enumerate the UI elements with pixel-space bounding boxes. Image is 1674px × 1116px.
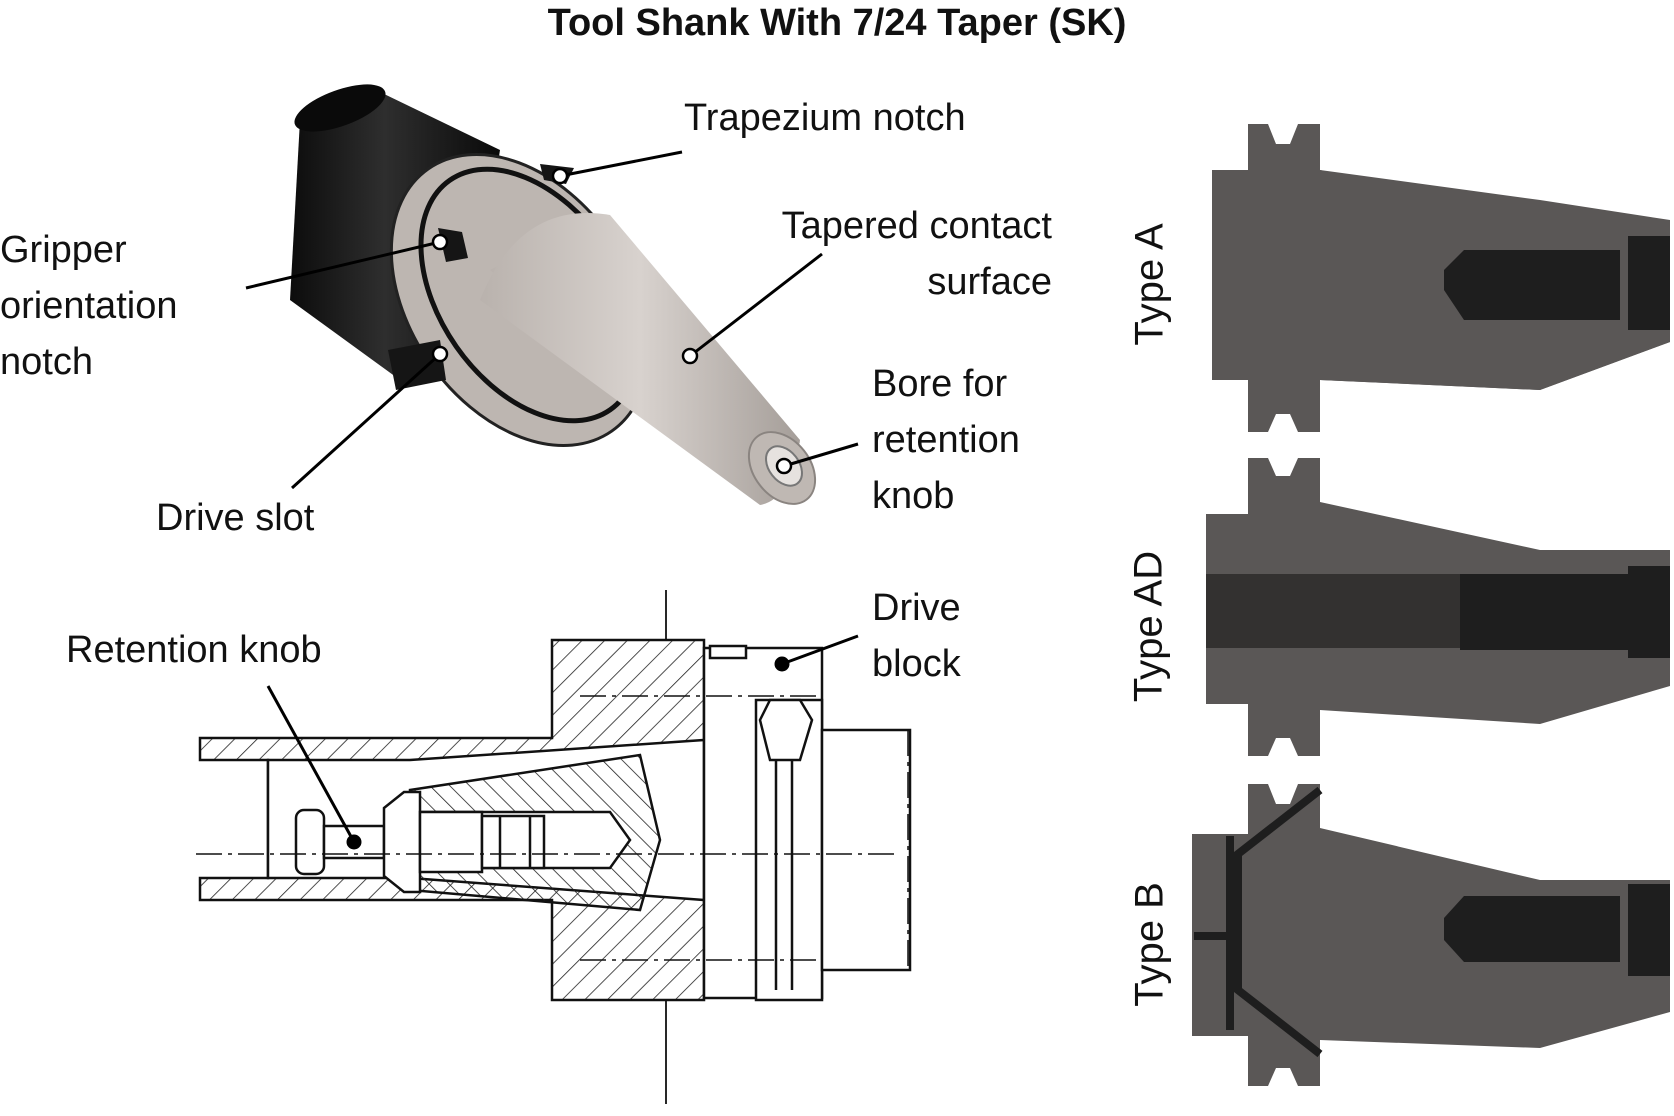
type-a-shank	[1212, 124, 1670, 432]
label-type-a: Type A	[1127, 223, 1172, 346]
label-drive-slot: Drive slot	[156, 497, 315, 539]
leader-bore	[783, 442, 859, 468]
leader-gripper	[245, 240, 441, 290]
label-retention-knob: Retention knob	[66, 629, 322, 671]
label-gripper-line1: Gripper	[0, 229, 127, 271]
label-drive-block-line2: block	[872, 643, 961, 685]
leader-drive-block	[781, 634, 859, 666]
leader-trapezium	[559, 150, 683, 178]
label-drive-block-line1: Drive	[872, 587, 961, 629]
label-trapezium-notch: Trapezium notch	[684, 97, 966, 139]
cross-section-drawing	[196, 590, 912, 1104]
type-ad-shank	[1206, 458, 1670, 756]
drive-slot-shape	[388, 340, 446, 390]
label-drive-block: Drive block	[872, 580, 961, 692]
retention-knob-shape	[294, 790, 546, 894]
render-leaders	[245, 150, 859, 490]
label-bore-line1: Bore for	[872, 363, 1008, 405]
type-b-shank	[1192, 784, 1670, 1086]
diagram-title: Tool Shank With 7/24 Taper (SK)	[547, 2, 1127, 44]
leader-tapered	[689, 252, 823, 358]
label-bore-for-retention-knob: Bore for retention knob	[872, 356, 1020, 524]
label-gripper-line3: notch	[0, 341, 93, 383]
label-gripper-orientation-notch: Gripper orientation notch	[0, 222, 177, 390]
label-bore-line2: retention	[872, 419, 1020, 461]
section-leaders	[266, 634, 859, 850]
label-tapered-contact-surface: Tapered contact surface	[700, 198, 1052, 310]
label-type-b: Type B	[1127, 882, 1172, 1007]
shank-cylinder-end	[294, 84, 386, 132]
center-lines	[196, 695, 909, 970]
leader-drive-slot	[290, 352, 442, 490]
flange-drive-block	[702, 644, 912, 1002]
leader-retention-knob	[266, 685, 356, 843]
label-tapered-line2: surface	[927, 261, 1052, 303]
label-type-ad: Type AD	[1126, 550, 1171, 703]
label-bore-line3: knob	[872, 475, 955, 517]
label-gripper-line2: orientation	[0, 285, 178, 327]
label-tapered-line1: Tapered contact	[781, 205, 1052, 247]
shank-render	[290, 84, 817, 505]
